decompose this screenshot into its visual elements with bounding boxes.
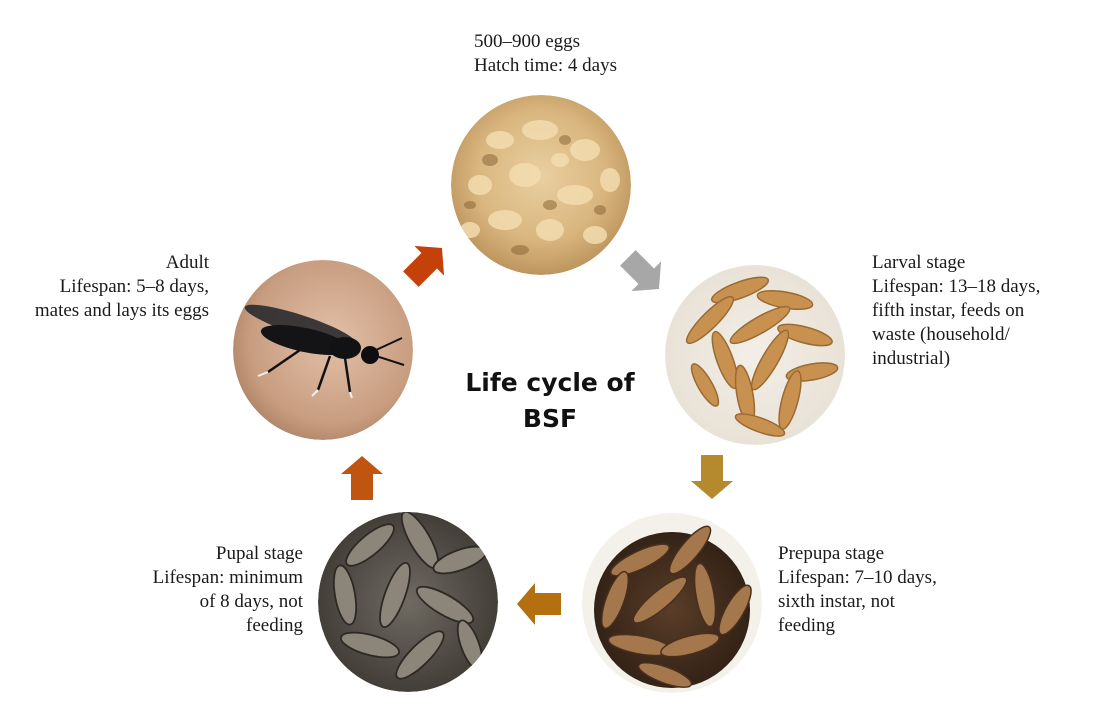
larval-caption-line: fifth instar, feeds on [872,300,1025,321]
adult-caption-line: Lifespan: 5–8 days, [59,276,209,297]
prepupa-caption-line: sixth instar, not [778,591,895,612]
larval-caption: Larval stage Lifespan: 13–18 days, fifth… [872,251,1040,371]
adult-fly-photo [233,260,413,440]
eggs-caption-line: Hatch time: 4 days [474,55,617,76]
adult-caption-line: Adult [165,252,209,273]
arrow-larval-to-prepupa [691,455,733,499]
center-title-line2: BSF [522,404,578,433]
prepupa-caption-line: Lifespan: 7–10 days, [778,567,937,588]
arrow-prepupa-to-pupal [517,583,561,625]
larval-caption-line: Lifespan: 13–18 days, [872,276,1041,297]
pupal-caption-line: Pupal stage [215,543,303,564]
prepupa-caption-line: Prepupa stage [778,543,885,564]
larval-caption-line: waste (household/ [872,324,1010,345]
pupal-caption: Pupal stage Lifespan: minimum of 8 days,… [153,542,303,638]
larval-caption-line: Larval stage [872,252,966,273]
prepupa-caption: Prepupa stage Lifespan: 7–10 days, sixth… [778,542,937,638]
pupal-caption-line: feeding [246,615,303,636]
larvae-photo [665,265,845,445]
larval-caption-line: industrial) [872,348,951,369]
adult-caption: Adult Lifespan: 5–8 days, mates and lays… [35,251,209,323]
prepupae-photo [582,513,762,693]
eggs-caption: 500–900 eggs Hatch time: 4 days [474,30,617,78]
eggs-caption-line: 500–900 eggs [474,31,581,52]
pupae-photo [318,512,498,692]
fly-icon [244,304,405,399]
adult-caption-line: mates and lays its eggs [34,300,209,321]
eggs-photo [451,95,631,275]
arrow-pupal-to-adult [341,456,383,500]
pupal-caption-line: of 8 days, not [199,591,303,612]
prepupa-caption-line: feeding [778,615,835,636]
pupal-caption-line: Lifespan: minimum [152,567,303,588]
center-title: Life cycle of BSF [440,365,660,437]
arrow-adult-to-eggs [403,245,445,287]
arrow-eggs-to-larval [620,250,662,292]
center-title-line1: Life cycle of [465,368,635,397]
